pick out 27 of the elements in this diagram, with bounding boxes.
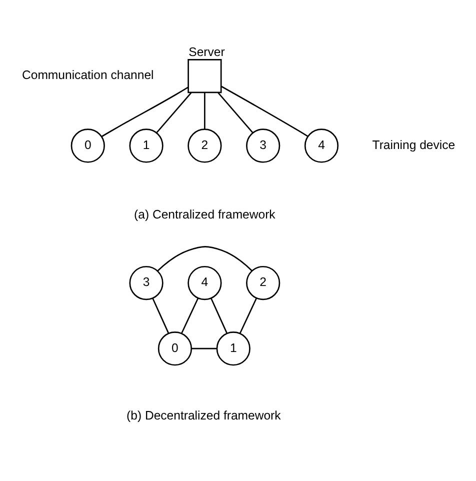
connector <box>100 86 188 138</box>
label: (b) Decentralized framework <box>126 408 280 422</box>
connector <box>156 246 252 272</box>
node-circle: 0 <box>157 332 192 366</box>
node-circle: 4 <box>187 266 222 300</box>
label: Training device <box>372 138 455 152</box>
connector <box>152 298 169 334</box>
node-circle: 3 <box>246 128 280 163</box>
connector <box>210 298 227 334</box>
connector <box>156 92 192 134</box>
node-label: Server <box>188 45 224 60</box>
label: (a) Centralized framework <box>134 208 275 222</box>
node-circle: 2 <box>187 128 222 163</box>
node-circle: 3 <box>128 266 163 300</box>
node-box <box>187 59 222 94</box>
connector <box>217 92 253 134</box>
connector <box>180 298 198 334</box>
connector <box>190 348 216 350</box>
node-circle: 2 <box>246 266 280 300</box>
node-circle: 4 <box>304 128 338 163</box>
connector <box>238 298 257 334</box>
connector <box>220 86 308 137</box>
label: Communication channel <box>22 68 154 82</box>
connector <box>204 92 205 130</box>
node-circle: 0 <box>70 128 104 163</box>
node-circle: 1 <box>128 128 163 163</box>
node-circle: 1 <box>216 332 250 366</box>
